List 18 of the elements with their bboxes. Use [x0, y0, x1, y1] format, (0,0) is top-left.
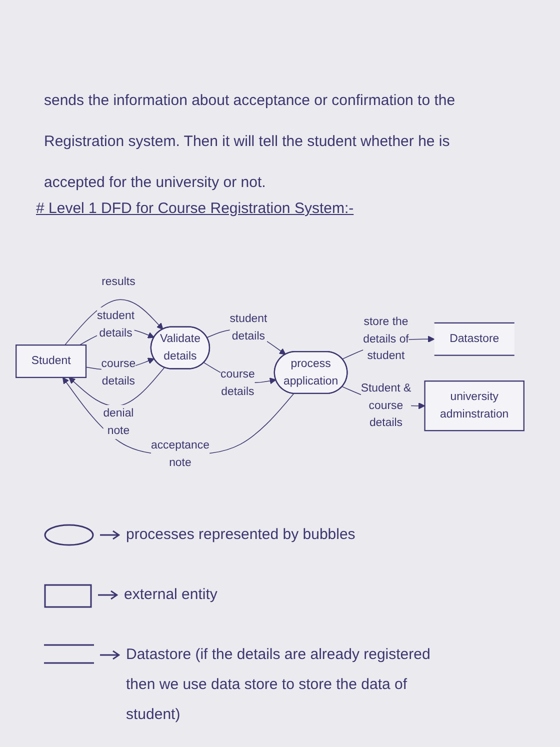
- legend-text: Datastore (if the details are already registered then we use data store to store the data of student): [126, 645, 432, 725]
- edge-label: Student & course details: [360, 382, 412, 429]
- edge-label: student details: [230, 312, 268, 342]
- node-box: university adminstration: [424, 380, 524, 432]
- node-box: Datastore: [434, 322, 515, 356]
- edge-label: store the details of student: [363, 314, 409, 362]
- legend-text: external entity: [124, 585, 218, 605]
- edge-label: course details: [220, 368, 255, 398]
- arrow: [62, 377, 294, 455]
- edge-label: acceptance note: [150, 438, 210, 469]
- edge-label: student details: [97, 308, 135, 339]
- edge-label: course details: [101, 356, 136, 387]
- heading: # Level 1 DFD for Course Registration System:-: [36, 200, 354, 217]
- legend-text: processes represented by bubbles: [126, 525, 356, 545]
- node-box: Student: [16, 344, 87, 378]
- edge-label: denial note: [103, 406, 134, 437]
- edge-label: results: [102, 274, 136, 288]
- note-paragraph: sends the information about acceptance or confirmation to the Registration system. Then it will tell the student whether he is accepted for the university or not.: [44, 91, 456, 193]
